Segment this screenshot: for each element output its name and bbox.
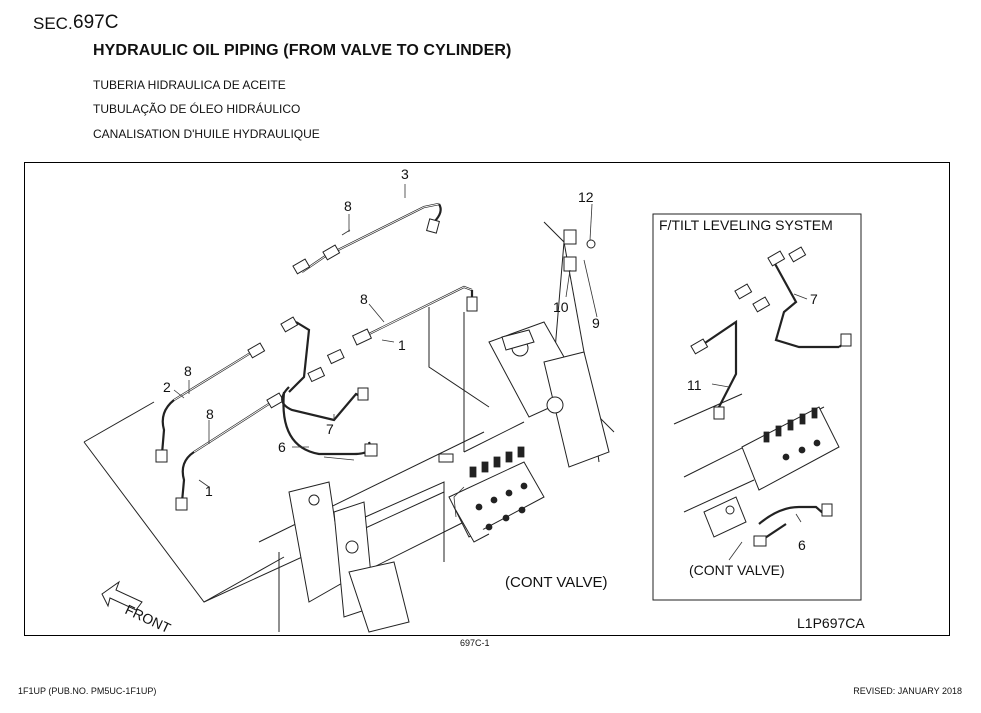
inset-tilt-leveling: [652, 213, 862, 601]
callout-7: 7: [326, 421, 334, 437]
callout-10: 10: [553, 299, 569, 315]
callout-9: 9: [592, 315, 600, 331]
section-code: 697C: [73, 12, 119, 33]
front-label: FRONT: [123, 601, 174, 636]
footer-publication: 1F1UP (PUB.NO. PM5UC-1F1UP): [18, 686, 157, 696]
callout-3: 3: [401, 166, 409, 182]
inset-callout-7: 7: [810, 291, 818, 307]
inset-valve-label: (CONT VALVE): [689, 562, 785, 578]
section-label: SEC.: [33, 14, 73, 33]
page-reference: 697C-1: [460, 638, 490, 648]
footer-revision: REVISED: JANUARY 2018: [853, 686, 962, 696]
callout-8-left: 8: [184, 363, 192, 379]
callout-8-top: 8: [344, 198, 352, 214]
front-arrow-icon: [101, 580, 143, 611]
callout-8-lower: 8: [206, 406, 214, 422]
subtitle-french: CANALISATION D'HUILE HYDRAULIQUE: [93, 127, 320, 141]
callout-12: 12: [578, 189, 594, 205]
callout-6: 6: [278, 439, 286, 455]
callout-1-mid: 1: [398, 337, 406, 353]
diagram-frame: [24, 162, 950, 636]
subtitle-portuguese: TUBULAÇÃO DE ÓLEO HIDRÁULICO: [93, 102, 301, 116]
parts-diagram: 3 8 8 1 8 2 8 1 6 7 12 10 9 (CONT VALVE)…: [83, 166, 865, 636]
inset-callout-11: 11: [687, 377, 702, 393]
main-valve-label: (CONT VALVE): [505, 574, 608, 591]
callout-2: 2: [163, 379, 171, 395]
main-assembly: [83, 184, 615, 633]
drawing-id: L1P697CA: [797, 615, 865, 631]
callout-8-mid: 8: [360, 291, 368, 307]
callout-1-lower: 1: [205, 483, 213, 499]
subtitle-spanish: TUBERIA HIDRAULICA DE ACEITE: [93, 78, 286, 92]
page-title: HYDRAULIC OIL PIPING (FROM VALVE TO CYLI…: [93, 42, 512, 59]
control-valve: [448, 446, 545, 543]
inset-title: F/TILT LEVELING SYSTEM: [659, 217, 833, 233]
inset-callout-6: 6: [798, 537, 806, 553]
